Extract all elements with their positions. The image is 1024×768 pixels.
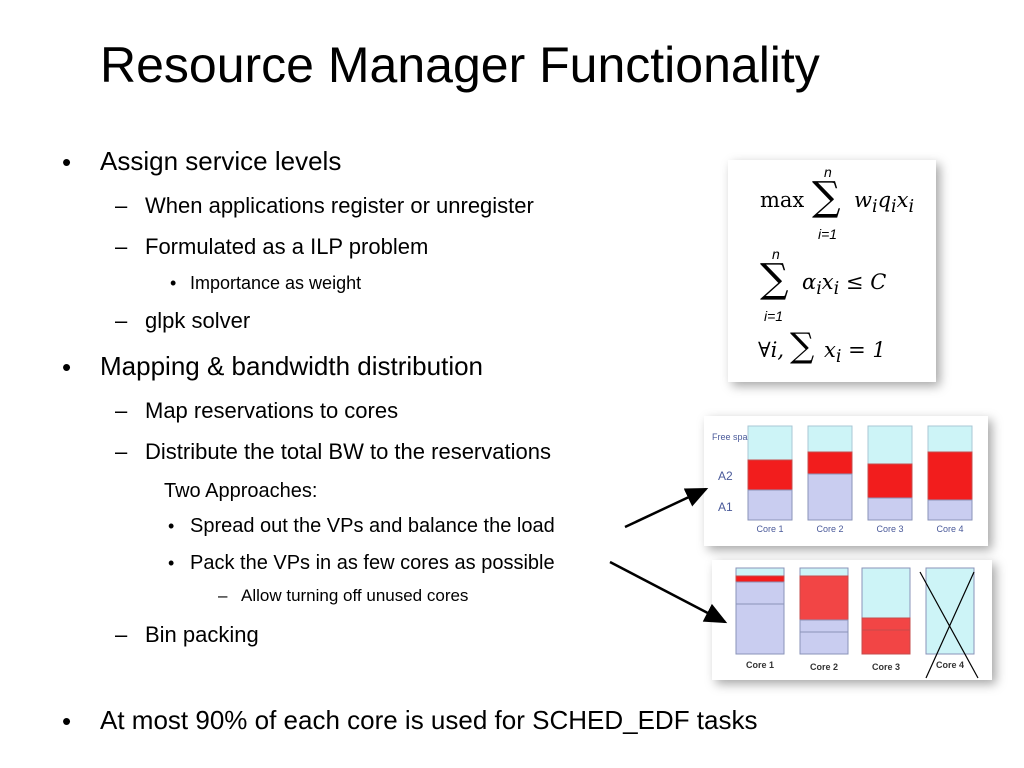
bullet-assign: Assign service levels bbox=[100, 146, 342, 176]
bullet-marker: • bbox=[62, 706, 72, 736]
spread-core-label: Core 1 bbox=[756, 524, 783, 534]
spread-core-label: Core 3 bbox=[876, 524, 903, 534]
bullet-marker: • bbox=[62, 352, 72, 382]
spread-core-label: Core 2 bbox=[816, 524, 843, 534]
pack-core-2 bbox=[799, 567, 849, 655]
dash-marker: – bbox=[218, 586, 228, 605]
formula-term1: wiqixi bbox=[854, 188, 915, 218]
slide-title: Resource Manager Functionality bbox=[100, 37, 820, 93]
approach-spread: Spread out the VPs and balance the load bbox=[190, 515, 555, 537]
bullet-marker: • bbox=[168, 553, 175, 573]
spread-figure: Free space A2 A1 Core 1 Core 2 Core 3 Co… bbox=[704, 416, 988, 546]
formula-sum1-upper: n bbox=[824, 164, 832, 180]
formula-forall: ∀i, bbox=[758, 338, 785, 362]
pack-core-label: Core 1 bbox=[746, 660, 774, 670]
formula-sum2-upper: n bbox=[772, 246, 780, 262]
formula-max: max bbox=[760, 188, 805, 212]
arrow-to-spread-icon bbox=[624, 487, 709, 529]
approach-pack-sub: Allow turning off unused cores bbox=[241, 586, 469, 605]
a1-label: A1 bbox=[718, 500, 733, 514]
bullet-assign-sub2-sub: Importance as weight bbox=[190, 273, 362, 293]
formula-term2: αixi ≤ C bbox=[802, 270, 887, 300]
sigma-icon: ∑ bbox=[812, 174, 841, 220]
dash-marker: – bbox=[115, 308, 128, 333]
spread-core-2 bbox=[807, 425, 853, 521]
pack-core-label: Core 4 bbox=[936, 660, 964, 670]
dash-marker: – bbox=[115, 439, 128, 464]
pack-core-label: Core 2 bbox=[810, 662, 838, 672]
formula-term3: xi = 1 bbox=[824, 338, 886, 368]
spread-core-label: Core 4 bbox=[936, 524, 963, 534]
bullet-assign-sub2: Formulated as a ILP problem bbox=[145, 234, 429, 259]
bullet-marker: • bbox=[168, 516, 175, 536]
bullet-mapping-sub1: Map reservations to cores bbox=[145, 398, 399, 423]
pack-core-3 bbox=[861, 567, 911, 655]
free-space-label: Free space bbox=[712, 432, 757, 442]
bullet-mapping-sub2: Distribute the total BW to the reservati… bbox=[145, 439, 551, 464]
pack-core-4 bbox=[919, 567, 979, 679]
bullet-marker: • bbox=[170, 273, 177, 293]
spread-core-3 bbox=[867, 425, 913, 521]
approach-pack: Pack the VPs in as few cores as possible bbox=[190, 552, 555, 574]
spread-core-1 bbox=[747, 425, 793, 521]
formula-sum2-lower: i=1 bbox=[764, 308, 784, 324]
cross-out-line bbox=[919, 571, 979, 679]
dash-marker: – bbox=[115, 398, 128, 423]
spread-figure-svg: Free space A2 A1 Core 1 Core 2 Core 3 Co… bbox=[712, 425, 973, 534]
sigma-icon: ∑ bbox=[760, 256, 789, 302]
dash-marker: – bbox=[115, 193, 128, 218]
pack-core-1 bbox=[735, 567, 785, 655]
a2-label: A2 bbox=[718, 469, 733, 483]
bullet-assign-sub1: When applications register or unregister bbox=[145, 193, 534, 218]
pack-core-label: Core 3 bbox=[872, 662, 900, 672]
formula-panel: max n ∑ i=1 wiqixi n ∑ i=1 αixi ≤ C ∀i, … bbox=[728, 160, 936, 382]
pack-figure: Core 1 Core 2 Core 3 Core 4 bbox=[712, 560, 992, 680]
dash-marker: – bbox=[115, 622, 128, 647]
bullet-bin-packing: Bin packing bbox=[145, 622, 259, 647]
approaches-label: Two Approaches: bbox=[164, 480, 318, 502]
bullet-at-most: At most 90% of each core is used for SCH… bbox=[100, 705, 758, 735]
pack-figure-svg: Core 1 Core 2 Core 3 Core 4 bbox=[735, 567, 979, 679]
bullet-mapping: Mapping & bandwidth distribution bbox=[100, 351, 484, 381]
spread-core-4 bbox=[927, 425, 973, 521]
cross-out-line bbox=[925, 571, 975, 679]
bullet-marker: • bbox=[62, 147, 72, 177]
bullet-assign-sub3: glpk solver bbox=[145, 308, 251, 333]
arrow-to-pack-icon bbox=[609, 560, 728, 624]
sigma-icon: ∑ bbox=[790, 326, 815, 366]
dash-marker: – bbox=[115, 234, 128, 259]
formula-sum1-lower: i=1 bbox=[818, 226, 838, 242]
